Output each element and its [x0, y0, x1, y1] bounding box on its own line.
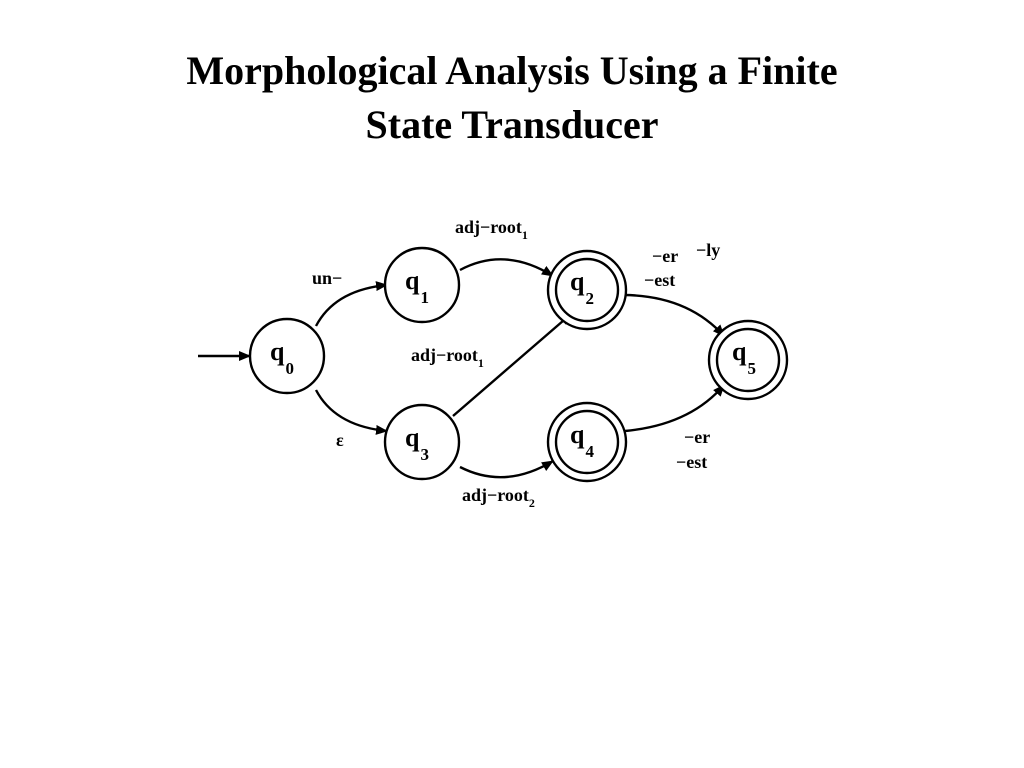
state-q1-letter: q — [405, 266, 420, 295]
edge-label-q3-q4: adj−root — [462, 485, 529, 505]
edge-label-q4-q5-er: −er — [684, 427, 710, 447]
svg-text:−est: −est — [676, 452, 707, 472]
svg-text:q3: q3 — [405, 423, 429, 464]
state-q0: q0 — [248, 317, 326, 395]
state-q5-sub: 5 — [747, 359, 756, 378]
edge-label-q0-q3: ε — [336, 430, 344, 450]
edge-label-q3-q2: adj−root — [411, 345, 478, 365]
edge-label-q2-q5-est: −est — [644, 270, 675, 290]
svg-text:adj−root1: adj−root1 — [455, 217, 528, 242]
svg-text:−est: −est — [644, 270, 675, 290]
state-q4-letter: q — [570, 420, 585, 449]
state-q0-sub: 0 — [285, 359, 294, 378]
state-q4: q4 — [546, 401, 628, 483]
edge-label-q0-q1: un− — [312, 268, 342, 288]
edge-q2-q5: −er −ly −est — [624, 240, 725, 337]
slide-title-line-1: Morphological Analysis Using a Finite — [186, 48, 838, 93]
svg-text:q2: q2 — [570, 267, 594, 308]
svg-text:adj−root2: adj−root2 — [462, 485, 535, 510]
svg-text:un−: un− — [312, 268, 342, 288]
state-q2-sub: 2 — [585, 289, 594, 308]
edge-q1-q2: adj−root1 — [455, 217, 554, 278]
svg-text:q1: q1 — [405, 266, 429, 307]
edge-q3-q4: adj−root2 — [459, 459, 554, 510]
svg-text:−er: −er — [684, 427, 710, 447]
edge-label-q3-q4-sub: 2 — [529, 496, 535, 510]
edge-label-q4-q5-est: −est — [676, 452, 707, 472]
state-q3: q3 — [383, 403, 461, 481]
edge-q3-q2: adj−root1 — [411, 313, 572, 417]
svg-text:−er: −er — [652, 246, 678, 266]
state-q5: q5 — [707, 319, 789, 401]
edge-q4-q5: −er −est — [624, 384, 725, 472]
slide-title: Morphological Analysis Using a Finite St… — [0, 44, 1024, 152]
svg-text:−ly: −ly — [696, 240, 720, 260]
svg-text:q0: q0 — [270, 337, 294, 378]
svg-text:q4: q4 — [570, 420, 594, 461]
edge-q0-q3: ε — [314, 389, 388, 450]
edge-label-q1-q2-sub: 1 — [522, 228, 528, 242]
state-q2: q2 — [546, 249, 628, 331]
state-q2-letter: q — [570, 267, 585, 296]
edge-q0-q1: un− — [312, 268, 388, 327]
state-q0-letter: q — [270, 337, 285, 366]
svg-text:q5: q5 — [732, 337, 756, 378]
edge-label-q1-q2: adj−root — [455, 217, 522, 237]
svg-text:adj−root1: adj−root1 — [411, 345, 484, 370]
edge-label-q2-q5-er: −er — [652, 246, 678, 266]
svg-text:ε: ε — [336, 430, 344, 450]
edge-label-q2-q5-ly: −ly — [696, 240, 720, 260]
slide-title-line-2: State Transducer — [365, 102, 659, 147]
state-q1-sub: 1 — [420, 288, 429, 307]
state-q3-letter: q — [405, 423, 420, 452]
state-q3-sub: 3 — [420, 445, 429, 464]
edge-label-q3-q2-sub: 1 — [478, 356, 484, 370]
state-q1: q1 — [383, 246, 461, 324]
state-q4-sub: 4 — [585, 442, 594, 461]
state-q5-letter: q — [732, 337, 747, 366]
